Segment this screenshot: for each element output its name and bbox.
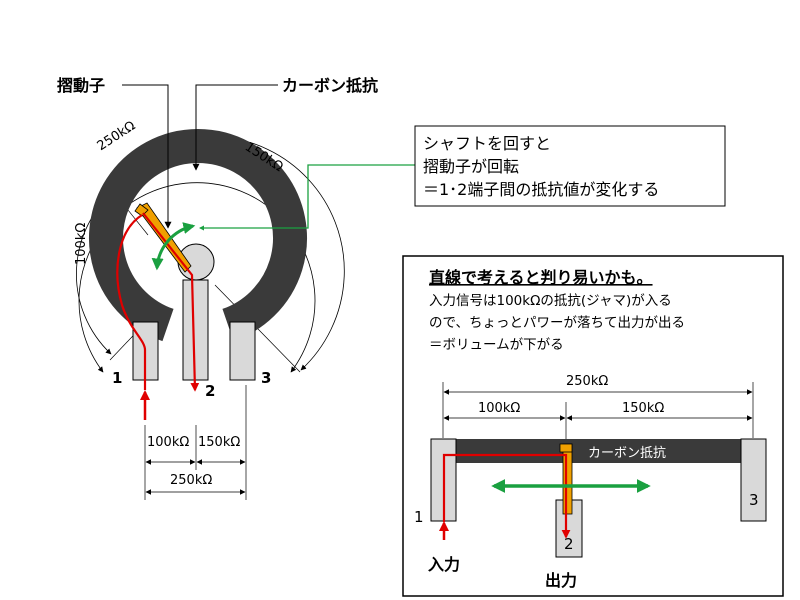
terminal-2 — [182, 279, 209, 381]
input-label: 入力 — [428, 555, 460, 574]
dim-left-label: 100kΩ — [147, 435, 189, 450]
terminal-2-label: 2 — [205, 382, 215, 400]
box-title: 直線で考えると判り易いかも。 — [429, 268, 653, 287]
box-line-1: 入力信号は100kΩの抵抗(ジャマ)が入る — [429, 293, 672, 309]
linear-terminal-1-label: 1 — [414, 508, 424, 526]
terminal-3 — [229, 321, 256, 381]
slider-label: 摺動子 — [57, 76, 105, 95]
callout-line-2: 摺動子が回転 — [423, 157, 519, 176]
arc-100-label: 100kΩ — [74, 223, 89, 265]
output-label: 出力 — [545, 571, 577, 590]
slider-tip — [134, 203, 149, 217]
linear-bar-label: カーボン抵抗 — [588, 446, 666, 461]
box-line-2: ので、ちょっとパワーが落ちて出力が出る — [429, 315, 685, 331]
callout-line-1: シャフトを回すと — [423, 134, 551, 153]
box-line-3: ＝ボリュームが下がる — [429, 337, 564, 353]
dim-right-label: 150kΩ — [198, 435, 240, 450]
linear-dim-left-label: 100kΩ — [478, 401, 520, 416]
carbon-resistor-label: カーボン抵抗 — [282, 76, 378, 95]
linear-model-box — [402, 255, 784, 597]
linear-terminal-3-label: 3 — [749, 491, 759, 509]
carbon-leader — [192, 84, 278, 171]
callout-connector — [198, 164, 415, 231]
linear-terminal-3 — [740, 438, 767, 522]
linear-carbon-bar — [431, 439, 766, 463]
dim-total-label: 250kΩ — [170, 473, 212, 488]
linear-slider-tip — [559, 443, 573, 453]
linear-dim-right-label: 150kΩ — [622, 401, 664, 416]
carbon-track — [89, 129, 307, 342]
signal-path-wire — [116, 214, 147, 390]
linear-terminal-2-label: 2 — [564, 535, 574, 553]
arc-250-label: 250kΩ — [95, 119, 139, 155]
linear-signal-wire — [442, 453, 571, 539]
terminal-1-label: 1 — [112, 369, 122, 387]
callout-box — [414, 125, 726, 207]
slider-leader — [122, 84, 172, 229]
terminal-3-label: 3 — [261, 369, 271, 387]
linear-dim-total-label: 250kΩ — [566, 374, 608, 389]
rotation-arrow — [151, 222, 196, 271]
callout-line-3: ＝1･2端子間の抵抗値が変化する — [423, 180, 659, 199]
